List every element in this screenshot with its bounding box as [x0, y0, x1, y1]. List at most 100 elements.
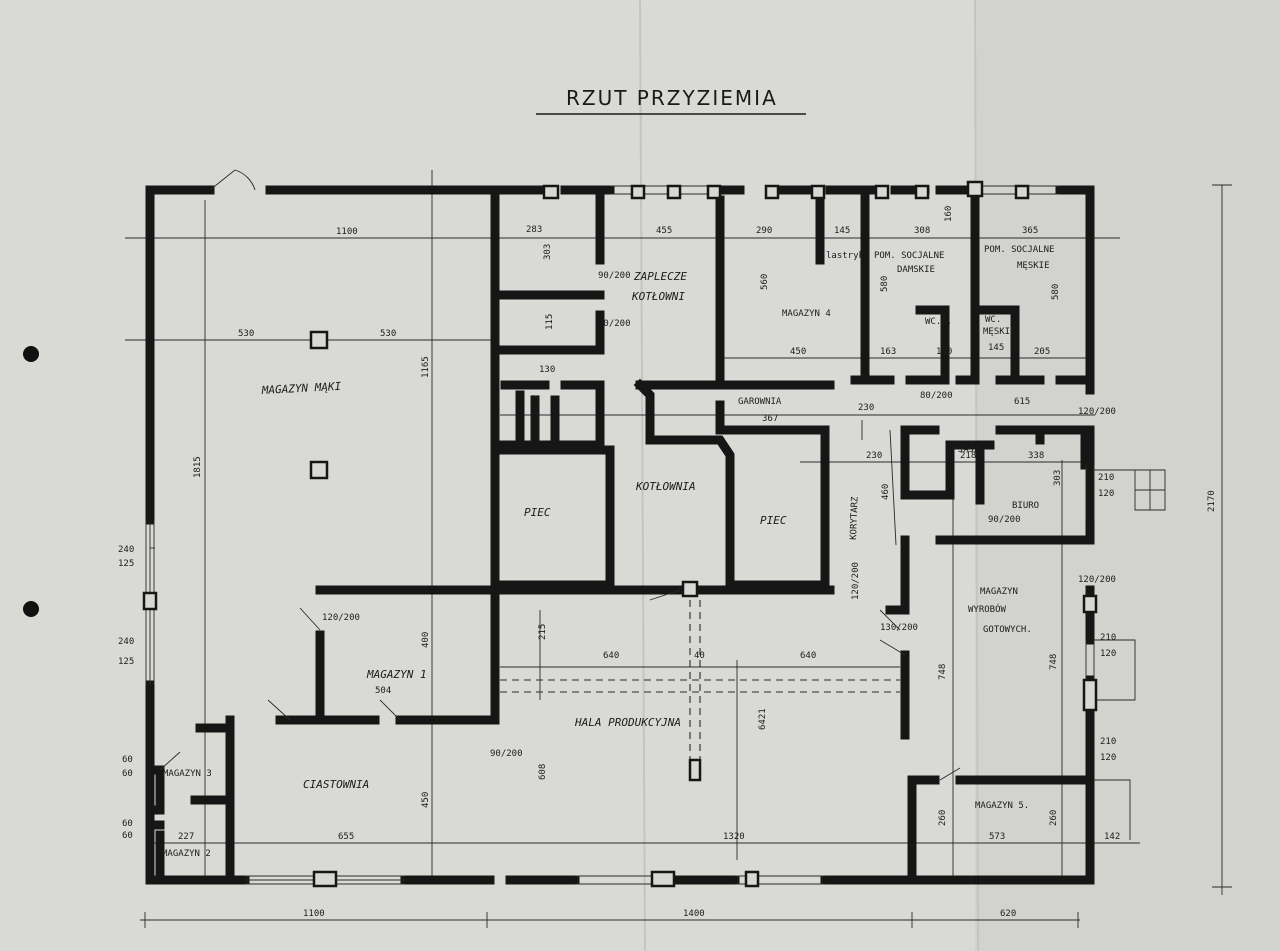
dimension-label: 160: [944, 206, 954, 222]
columns: [142, 180, 1098, 888]
dimension-label: 290: [756, 226, 772, 236]
room-magazyn-2: MAGAZYN 2: [162, 849, 211, 859]
walls: [145, 185, 1095, 885]
dimension-label: 240: [118, 545, 134, 555]
dimension-label: 142: [1104, 832, 1120, 842]
dimension-label: 80/200: [920, 391, 953, 401]
dimension-label: 260: [938, 810, 948, 826]
dimension-label: 40: [694, 651, 705, 661]
room-magazyn-3: MAGAZYN 3: [163, 769, 212, 779]
dimension-label: 60: [122, 769, 133, 779]
dimension-lines: [125, 170, 1232, 928]
dimension-label: 1815: [193, 456, 203, 478]
dimension-label: 205: [1034, 347, 1050, 357]
room-pom-socj-meskie-line1: POM. SOCJALNE: [984, 245, 1054, 255]
dimension-label: 120: [1100, 753, 1116, 763]
dimension-label: 1100: [336, 227, 358, 237]
dimension-label: 460: [881, 484, 891, 500]
room-magazyn-maki: MAGAZYN MĄKI: [260, 380, 341, 397]
dimension-label: 60: [122, 831, 133, 841]
dimension-label: 125: [118, 559, 134, 569]
dimension-label: 215: [538, 624, 548, 640]
dimension-label: 455: [656, 226, 672, 236]
dimension-label: 145: [988, 343, 1004, 353]
dimension-label: 210: [1100, 737, 1116, 747]
dimension-label: 120/200: [1078, 407, 1116, 417]
dimension-label: 130: [936, 347, 952, 357]
room-kotlownia: KOTŁOWNIA: [635, 480, 696, 493]
dimension-label: 17.2: [531, 394, 541, 416]
dimension-label: 530: [238, 329, 254, 339]
dimension-label: 90/200: [490, 749, 523, 759]
room-pom-socj-meskie-line2: MĘSKIE: [1017, 261, 1050, 271]
room-wc-meskie-line1: WC.: [985, 315, 1001, 325]
dimension-label: 338: [1028, 451, 1044, 461]
fold-line-center: [639, 0, 646, 951]
dimension-label: 748: [938, 664, 948, 680]
dimension-label: 227: [178, 832, 194, 842]
dimension-label: 260: [1049, 810, 1059, 826]
dimension-label: 120/200: [851, 562, 861, 600]
dimension-label: 115: [545, 314, 555, 330]
dimension-label: 240: [118, 637, 134, 647]
dimension-label: 210: [1098, 473, 1114, 483]
dimension-label: 120: [1098, 489, 1114, 499]
door-swings: [159, 169, 961, 781]
dimension-label: 530: [380, 329, 396, 339]
room-ciastownia: CIASTOWNIA: [303, 778, 369, 791]
room-biuro: BIURO: [1012, 501, 1039, 511]
dimension-labels: 1100 530 530 1165 1815 283 303 115 130 1…: [178, 206, 1217, 919]
dimension-label: 303: [1053, 470, 1063, 486]
dimension-label: 608: [538, 764, 548, 780]
room-garownia: GAROWNIA: [738, 397, 782, 407]
room-korytarz: KORYTARZ: [849, 496, 861, 540]
page-title: RZUT PRZYZIEMIA: [566, 86, 778, 110]
dimension-label: 125: [118, 657, 134, 667]
room-labels: MAGAZYN MĄKI MAGAZYN 1 504 CIASTOWNIA MA…: [162, 245, 1054, 859]
room-magazyn-1-area: 504: [375, 686, 391, 696]
dimension-label: 308: [914, 226, 930, 236]
room-piec-left: PIEC: [524, 506, 551, 519]
dimension-label: 163: [880, 347, 896, 357]
dimension-label: 655: [338, 832, 354, 842]
dimension-label: 365: [1022, 226, 1038, 236]
dimension-label: 1400: [683, 909, 705, 919]
dimension-label: 230: [866, 451, 882, 461]
dimension-label: 367: [762, 414, 778, 424]
dimension-label: 573: [989, 832, 1005, 842]
room-pom-socj-damskie-line1: POM. SOCJALNE: [874, 251, 944, 261]
dimension-label: 90/200: [598, 319, 631, 329]
dimension-label: 303: [543, 244, 553, 260]
dimension-label: 580: [880, 276, 890, 292]
opening-labels: 240 125 240 125 60 60 60 60 210 120 210 …: [118, 271, 1116, 841]
room-jajarnia: JAJA: [958, 445, 980, 455]
dimension-label: 450: [790, 347, 806, 357]
room-magazyn-wyrobow-line1: MAGAZYN: [980, 587, 1018, 597]
dimension-label: 230: [858, 403, 874, 413]
room-magazyn-wyrobow-line2: WYROBÓW: [968, 603, 1007, 615]
room-magazyn-1: MAGAZYN 1: [366, 668, 427, 681]
binder-hole-top: [23, 346, 39, 362]
dimension-label: 640: [603, 651, 619, 661]
dimension-label: 6421: [758, 708, 768, 730]
room-wc-damskie: WC.D.: [925, 317, 952, 327]
dimension-label: 120/200: [1078, 575, 1116, 585]
room-wc-meskie-line2: MĘSKIE: [983, 327, 1016, 337]
dimension-label: 748: [1049, 654, 1059, 670]
dimension-label: 283: [526, 225, 542, 235]
dimension-label: 120: [1100, 649, 1116, 659]
dimension-label: 210: [1100, 633, 1116, 643]
dimension-label: 615: [1014, 397, 1030, 407]
dimension-label: 2170: [1207, 490, 1217, 512]
room-magazyn-wyrobow-line3: GOTOWYCH.: [983, 625, 1032, 635]
dimension-label: 1320: [723, 832, 745, 842]
dimension-label: 560: [760, 274, 770, 290]
dimension-label: 1100: [303, 909, 325, 919]
room-piec-right: PIEC: [760, 514, 787, 527]
paper-shade-right: [975, 0, 1280, 951]
room-lastryko: lastryko: [826, 251, 869, 261]
dimension-label: 120/200: [322, 613, 360, 623]
room-zaplecze-line2: KOTŁOWNI: [631, 290, 685, 303]
binder-hole-bottom: [23, 601, 39, 617]
